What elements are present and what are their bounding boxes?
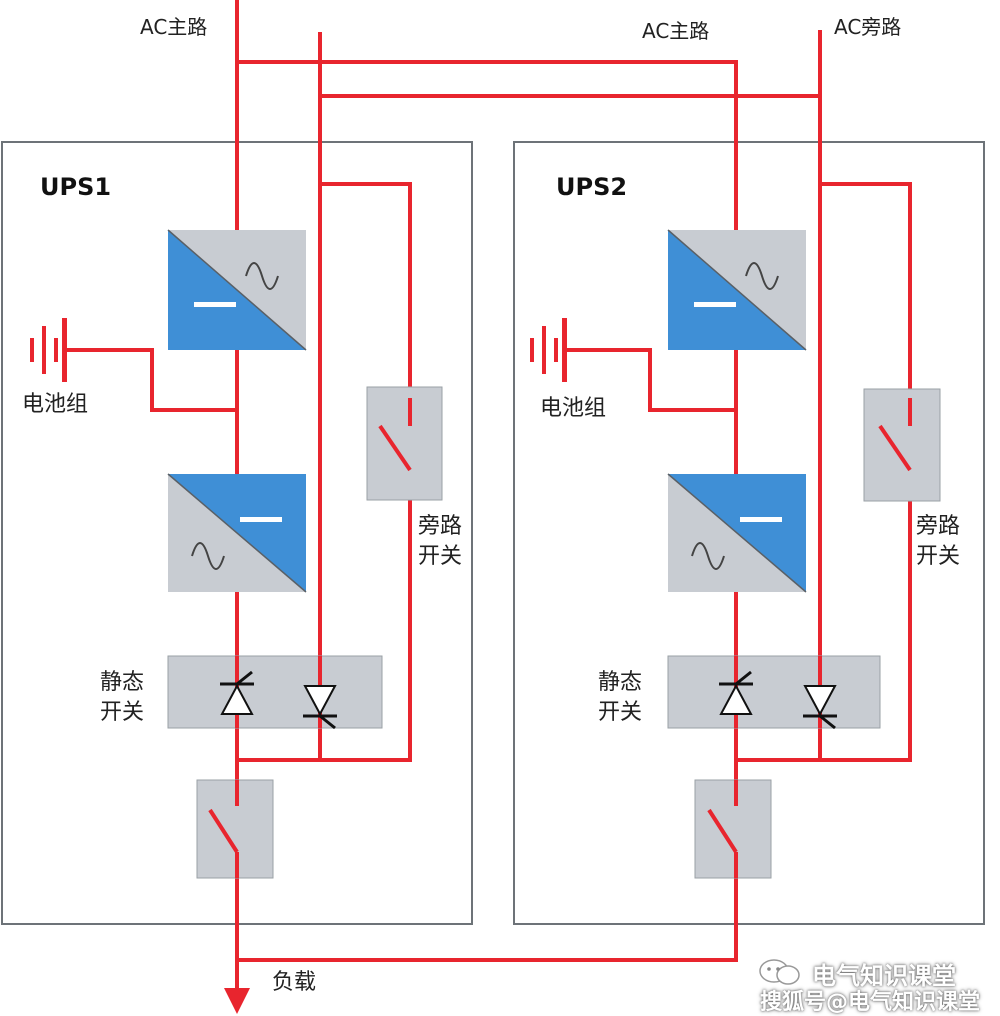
watermark-line1: 电气知识课堂 [812,962,956,990]
thyristor-icon [719,683,753,715]
label-ac-main-left: AC主路 [140,15,208,39]
ups1-battery-icon [30,318,67,382]
label-ac-main-right: AC主路 [642,19,710,43]
ups1-output-switch [196,779,274,879]
dc-line-icon [240,517,282,522]
label-static-switch-2-line1: 静态 [598,670,643,695]
wiring [62,0,912,990]
ups2-static-switch [667,655,881,730]
label-load: 负载 [272,970,317,995]
ups2-rectifier [667,229,807,351]
ups1-rectifier [167,229,307,351]
label-static-switch-1-line2: 开关 [100,700,145,725]
label-static-switch-1-line1: 静态 [100,670,145,695]
ac-sine-icon [691,542,725,570]
label-battery-2: 电池组 [540,396,607,421]
ups2-output-wire [237,854,738,962]
ac-sine-icon [191,542,225,570]
thyristor-icon [303,685,337,717]
ups2-output-switch [694,779,772,879]
ups2-inverter [667,473,807,593]
label-static-switch-2-line2: 开关 [598,700,643,725]
ac-main-bus-wire [237,60,738,230]
ups2-bypass-switch [863,388,941,502]
ups2-battery-wire [562,348,736,412]
ups1-title: UPS1 [40,173,112,201]
ups1-inverter [167,473,307,593]
ups1-battery-wire [62,348,237,412]
ups2-title: UPS2 [556,173,628,201]
label-bypass-switch-1-line2: 开关 [418,544,463,569]
dc-line-icon [194,302,236,307]
load-arrow [224,988,250,1014]
watermark-line2: 搜狐号@电气知识课堂 [760,990,981,1015]
thyristor-icon [220,683,254,715]
ups1-static-switch [167,655,383,730]
ac-sine-icon [745,262,779,290]
ups2-bypass-loop-wire [736,182,912,762]
label-ac-bypass: AC旁路 [834,15,902,39]
ups2-battery-icon [530,318,567,382]
wechat-icon [759,959,800,985]
label-battery-1: 电池组 [22,392,89,417]
label-bypass-switch-1-line1: 旁路 [418,514,463,539]
thyristor-icon [803,685,837,717]
label-bypass-switch-2-line2: 开关 [916,544,961,569]
ups1-bypass-loop-wire [237,182,412,762]
label-bypass-switch-2-line1: 旁路 [916,514,961,539]
dc-line-icon [694,302,736,307]
ac-sine-icon [245,262,279,290]
ups1-bypass-switch [366,386,443,501]
dc-line-icon [740,517,782,522]
